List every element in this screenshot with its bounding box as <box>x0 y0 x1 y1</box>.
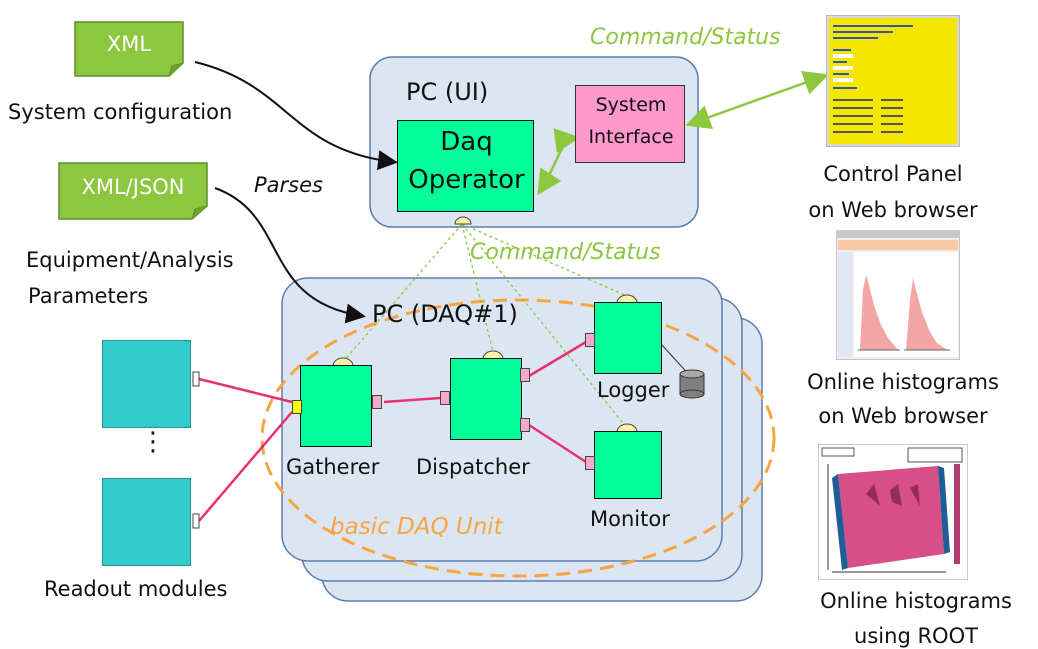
gatherer-connector <box>332 357 354 367</box>
interface-control-panel-link <box>685 70 829 130</box>
system-interface-line1: System <box>595 94 667 116</box>
dispatcher-output-port-2 <box>520 418 530 432</box>
gatherer-label: Gatherer <box>286 455 380 479</box>
xml-to-operator-arrow <box>194 61 398 171</box>
readout-module-2 <box>102 478 191 566</box>
equipment-caption-line1: Equipment/Analysis <box>26 248 234 272</box>
daq-operator-line2: Operator <box>408 165 525 195</box>
pc-ui-title: PC (UI) <box>406 78 489 106</box>
data-links <box>198 340 587 522</box>
dispatcher-box <box>450 358 522 440</box>
xmljson-doc-label: XML/JSON <box>81 175 185 199</box>
web-histograms-line1: Online histograms <box>807 370 999 394</box>
daq-operator-box: Daq Operator <box>397 120 534 212</box>
system-configuration-caption: System configuration <box>8 100 233 124</box>
command-lines <box>342 223 628 429</box>
gatherer-box <box>300 365 372 447</box>
readout-module-1 <box>102 340 191 428</box>
daq-operator-line1: Daq <box>440 127 493 157</box>
readout-modules-caption: Readout modules <box>44 577 228 601</box>
logger-box <box>594 302 662 374</box>
equipment-caption-line2: Parameters <box>28 284 149 308</box>
monitor-connector <box>616 423 638 433</box>
system-interface-line2: Interface <box>588 126 674 148</box>
operator-connector <box>454 216 472 225</box>
pc-daq-title: PC (DAQ#1) <box>372 300 518 328</box>
command-status-mid-label: Command/Status <box>470 240 661 265</box>
readout-module-1-port <box>192 371 200 387</box>
monitor-box <box>594 431 662 499</box>
xml-doc-label: XML <box>106 32 152 56</box>
web-histogram-screenshot <box>836 230 960 360</box>
system-interface-box: System Interface <box>575 85 685 163</box>
readout-module-2-port <box>192 513 200 529</box>
basic-daq-unit-ellipse <box>260 298 776 578</box>
dispatcher-input-port <box>440 391 450 405</box>
control-panel-line1: Control Panel <box>823 162 963 186</box>
monitor-input-port <box>585 456 595 470</box>
dispatcher-connector <box>482 350 504 360</box>
gatherer-input-port <box>292 400 302 414</box>
gatherer-output-port <box>372 395 382 409</box>
xml-document-icon <box>74 21 184 77</box>
monitor-label: Monitor <box>590 507 670 531</box>
root-histograms-line2: using ROOT <box>854 624 978 648</box>
web-histograms-line2: on Web browser <box>818 404 988 428</box>
logger-input-port <box>585 333 595 347</box>
parses-label: Parses <box>254 173 323 197</box>
basic-daq-unit-label: basic DAQ Unit <box>330 514 503 540</box>
xmljson-to-daq-arrow <box>214 187 366 324</box>
root-histogram-screenshot <box>818 444 968 580</box>
operator-interface-link <box>537 128 580 196</box>
xmljson-document-icon <box>58 162 208 220</box>
dispatcher-output-port-1 <box>520 368 530 382</box>
control-panel-screenshot <box>826 15 960 147</box>
logger-connector <box>616 294 638 304</box>
readout-dots: ⋮ <box>140 427 166 457</box>
command-status-top-label: Command/Status <box>590 25 781 50</box>
dispatcher-label: Dispatcher <box>416 455 530 479</box>
disk-icon <box>679 369 705 399</box>
logger-label: Logger <box>597 378 670 402</box>
root-histograms-line1: Online histograms <box>820 589 1012 613</box>
control-panel-line2: on Web browser <box>808 198 978 222</box>
